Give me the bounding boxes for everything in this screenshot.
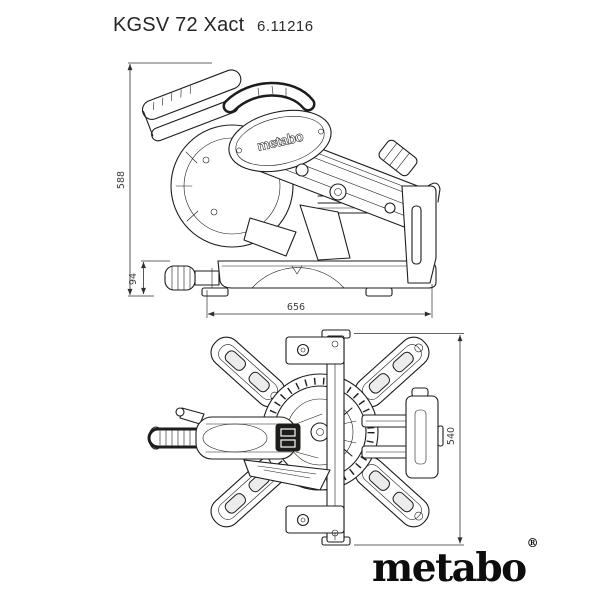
dimension-width: 540	[446, 427, 457, 445]
belt-cover: metabo	[228, 109, 332, 173]
top-view-saw-head	[147, 407, 331, 491]
dust-chute	[378, 139, 418, 177]
side-view-dimensions: 588 94 656	[116, 62, 433, 318]
top-view-dimensions: 540	[354, 333, 464, 546]
top-view-drawing	[147, 329, 444, 546]
metabo-logo: metabo®	[372, 537, 539, 588]
dimension-table-height: 94	[128, 273, 139, 285]
carry-handle	[222, 81, 316, 114]
bolts	[295, 163, 396, 214]
rear-column	[401, 182, 441, 284]
registered-trademark-icon: ®	[526, 536, 539, 550]
miter-lock-knob	[164, 265, 220, 291]
fence	[285, 329, 351, 546]
article-number: 6.11216	[257, 18, 314, 35]
dimension-length: 656	[287, 302, 305, 313]
pivot-arm	[299, 204, 351, 261]
machine-base	[201, 260, 437, 297]
side-view-drawing: metabo	[141, 69, 441, 297]
metabo-logo-text: metabo	[372, 545, 527, 591]
top-slide-rails	[361, 387, 444, 479]
page-title: KGSV 72 Xact	[113, 14, 245, 36]
lower-guard	[243, 217, 297, 257]
dimension-height: 588	[116, 171, 127, 189]
